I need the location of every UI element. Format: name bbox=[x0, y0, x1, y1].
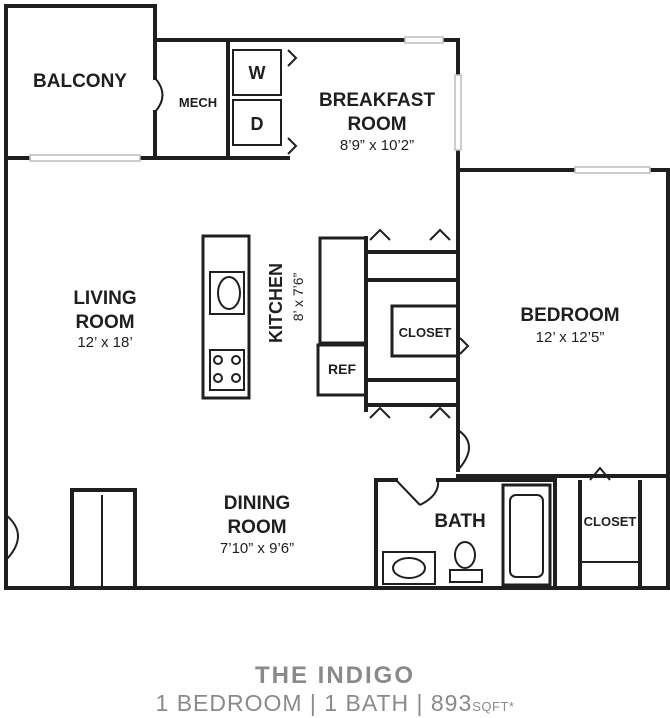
hall-closet-label: CLOSET bbox=[399, 325, 452, 340]
plan-specs-unit: SQFT* bbox=[472, 699, 515, 714]
plan-specs: 1 BEDROOM | 1 BATH | 893SQFT* bbox=[0, 690, 670, 717]
breakfast-label-2: ROOM bbox=[347, 114, 406, 135]
kitchen-island bbox=[201, 234, 251, 400]
hall-closets bbox=[364, 228, 470, 419]
dining-dims: 7’10” x 9’6” bbox=[220, 540, 294, 557]
dining-label-2: ROOM bbox=[227, 517, 286, 538]
kitchen-label: KITCHEN bbox=[266, 263, 286, 343]
bath-walls bbox=[374, 478, 557, 590]
plan-specs-main: 1 BEDROOM | 1 BATH | 893 bbox=[155, 690, 473, 716]
windows bbox=[29, 36, 651, 174]
balcony-door bbox=[154, 77, 164, 113]
breakfast-label-1: BREAKFAST bbox=[319, 90, 436, 111]
bedroom-label: BEDROOM bbox=[520, 305, 619, 326]
bath-label: BATH bbox=[434, 511, 485, 532]
dining-fixtures bbox=[5, 488, 137, 590]
bedroom-closet bbox=[578, 466, 642, 590]
dryer-label: D bbox=[251, 114, 264, 134]
ref-label: REF bbox=[328, 361, 356, 377]
kitchen-dims: 8’ x 7’6” bbox=[290, 272, 306, 321]
balcony-label: BALCONY bbox=[33, 71, 127, 92]
mech-label: MECH bbox=[179, 95, 217, 110]
breakfast-dims: 8’9” x 10’2” bbox=[340, 137, 414, 154]
washer-dryer bbox=[232, 49, 298, 155]
bedroom-walls bbox=[456, 168, 670, 478]
living-dims: 12’ x 18’ bbox=[77, 334, 132, 351]
bedroom-closet-label: CLOSET bbox=[584, 514, 637, 529]
dining-label-1: DINING bbox=[224, 493, 291, 514]
bedroom-dims: 12’ x 12’5” bbox=[536, 329, 605, 346]
floor-plan: BALCONY MECH W D BREAKFAST ROOM 8’9” x 1… bbox=[4, 4, 670, 590]
washer-label: W bbox=[249, 63, 266, 83]
living-label-1: LIVING bbox=[73, 288, 136, 309]
room-labels: BALCONY MECH W D BREAKFAST ROOM 8’9” x 1… bbox=[33, 63, 636, 557]
living-label-2: ROOM bbox=[75, 312, 134, 333]
plan-name: THE INDIGO bbox=[254, 662, 415, 689]
